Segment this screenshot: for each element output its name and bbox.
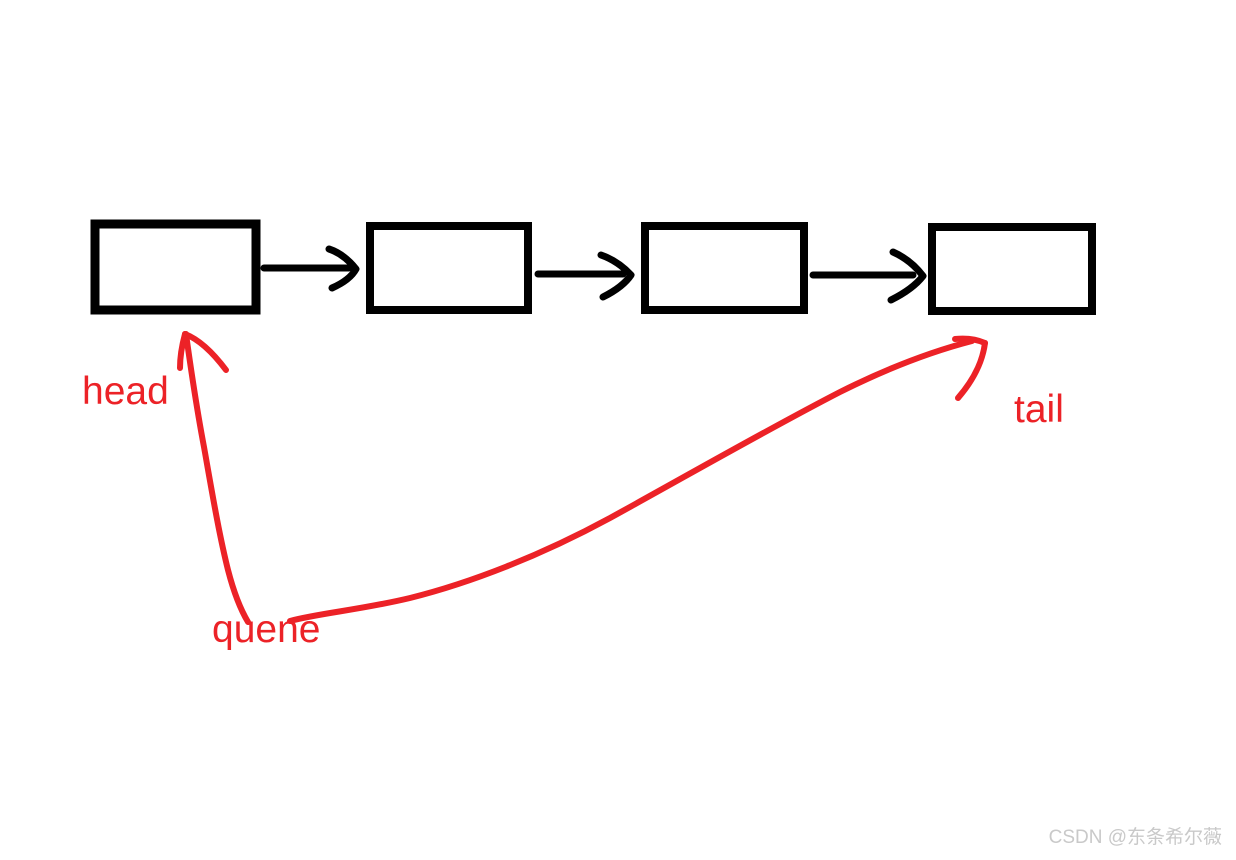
head-arrowhead-right: [182, 331, 229, 373]
node-box-1[interactable]: [90, 219, 261, 315]
node-box-3[interactable]: [641, 222, 808, 314]
annotation-label-quene: quene: [212, 608, 321, 651]
head-arrowhead-left: [177, 331, 188, 371]
node-box-2[interactable]: [366, 222, 532, 314]
csdn-watermark: CSDN @东条希尔薇: [1048, 827, 1222, 848]
connector-arrow-2: [534, 251, 635, 301]
tail-pointer-stroke: [287, 338, 975, 624]
tail-arrowhead-lower: [955, 340, 988, 401]
node-group: [90, 219, 1096, 315]
connector-arrow-1: [260, 245, 360, 292]
head-pointer-stroke: [183, 331, 251, 625]
annotation-stroke-group: [177, 331, 988, 625]
connector-arrow-3: [809, 248, 927, 304]
connector-group: [260, 245, 927, 304]
annotation-label-head: head: [82, 370, 169, 413]
node-box-4[interactable]: [928, 223, 1096, 315]
annotation-label-tail: tail: [1014, 388, 1064, 431]
